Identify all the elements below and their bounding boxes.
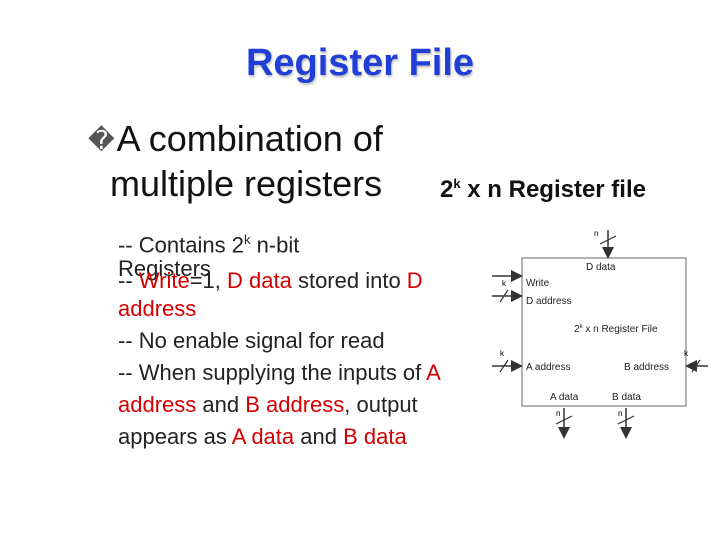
sub-bullets: -- Contains 2k n-bit Registers -- Write=… (118, 224, 498, 453)
d-data-width-label: n (594, 229, 598, 238)
bullet-marker: � (88, 125, 115, 155)
a-data-width-label: n (556, 409, 560, 418)
write-line: Registers -- Write=1, D data stored into… (118, 256, 498, 293)
slide-title: Register File (245, 42, 475, 84)
d-address-width-label: k (502, 279, 507, 288)
appears-line: appears as A data and B data (118, 424, 407, 450)
diagram-a-address-label: A address (526, 362, 570, 373)
address-output-line: address and B address, output (118, 392, 418, 418)
no-enable-line: -- No enable signal for read (118, 328, 385, 354)
b-data-width-label: n (618, 409, 622, 418)
diagram-b-data-label: B data (612, 392, 641, 403)
register-file-diagram: n k k k n n Write D data D address 2k x … (492, 229, 708, 439)
diagram-d-data-label: D data (586, 262, 616, 273)
main-bullet: �A combination of multiple registers (88, 118, 383, 205)
diagram-a-data-label: A data (550, 392, 579, 403)
bullet-line-2: multiple registers (110, 163, 383, 204)
register-file-box (521, 257, 687, 407)
register-file-heading: 2k x n Register file (440, 176, 646, 203)
bullet-line-1: A combination of (116, 118, 383, 159)
when-line: -- When supplying the inputs of A (118, 360, 441, 386)
contains-line: -- Contains 2k n-bit (118, 232, 300, 258)
b-address-width-label: k (684, 349, 689, 358)
diagram-d-address-label: D address (526, 296, 572, 307)
diagram-b-address-label: B address (624, 362, 669, 373)
write-statement: -- Write=1, D data stored into D (118, 268, 423, 294)
address-word: address (118, 296, 197, 322)
a-address-width-label: k (500, 349, 505, 358)
diagram-regfile-label: 2k x n Register File (574, 324, 658, 335)
registers-word: Registers (118, 256, 211, 282)
diagram-write-label: Write (526, 278, 550, 289)
